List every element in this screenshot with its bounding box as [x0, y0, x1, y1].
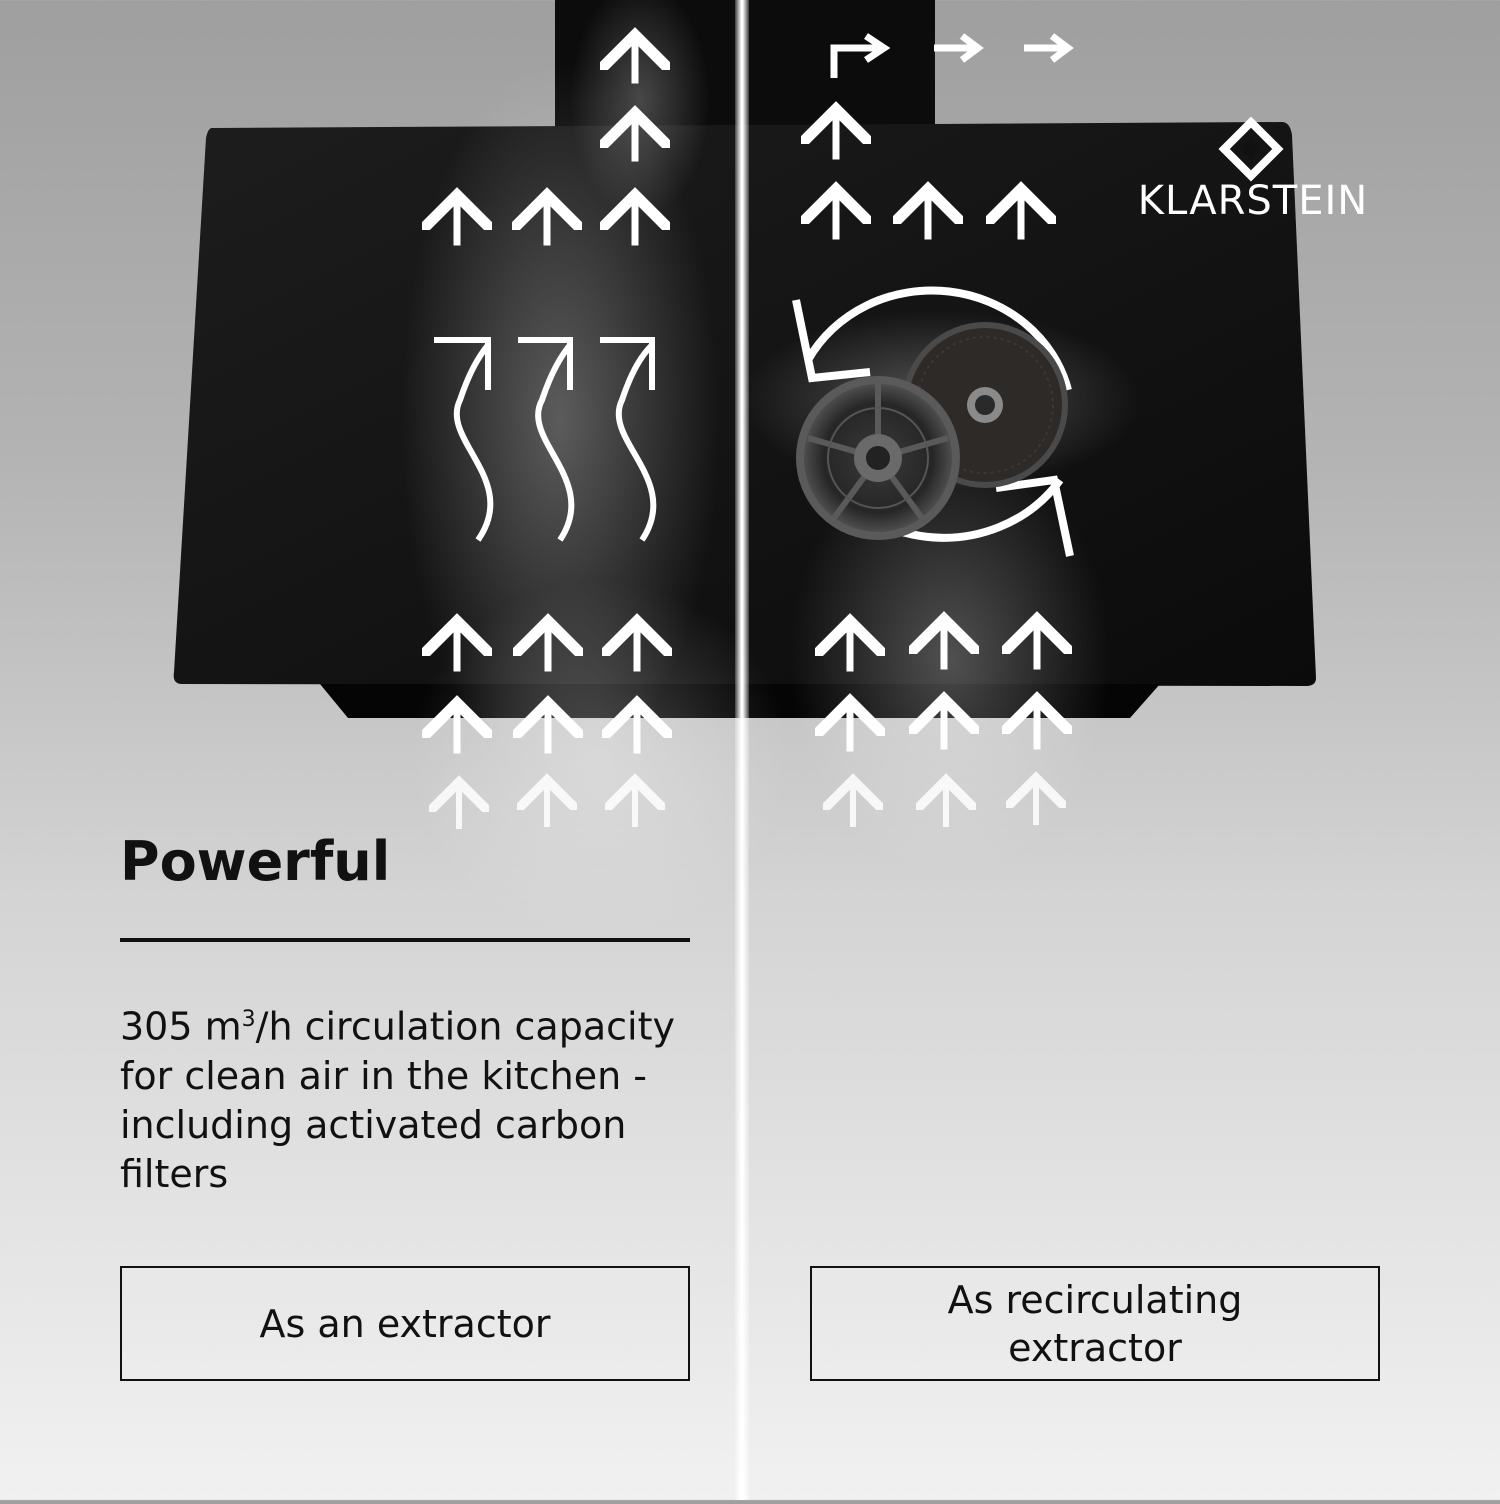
description-superscript: 3: [241, 1007, 256, 1032]
up-arrow-icon-group-left-faded: [459, 786, 635, 829]
wavy-arrow-head: [434, 337, 491, 390]
right-arrow-icon: [934, 33, 984, 63]
right-arrow-icon: [1024, 33, 1074, 63]
diamond-logo-icon: [1218, 116, 1284, 182]
description: 305 m3/h circulation capacity for clean …: [120, 995, 680, 1199]
description-rest: /h circulation capacity for clean air in…: [120, 1004, 675, 1196]
corner-arrow-head: [864, 33, 891, 63]
up-arrow-icon-group-left: [457, 42, 637, 754]
wavy-arrow-icon: [453, 343, 494, 542]
headline-rule: [120, 938, 690, 942]
corner-arrow-icon: [830, 44, 880, 78]
up-arrow-icon-group-right: [836, 116, 1037, 752]
smoke-right-lower: [790, 440, 1110, 880]
description-lead: 305 m: [120, 1004, 242, 1049]
carbon-filter-icon: [796, 376, 960, 540]
brand-logo: KLARSTEIN: [1118, 118, 1388, 224]
wavy-arrow-icon: [615, 342, 657, 542]
up-arrow-icon-group-right-faded: [853, 784, 1036, 827]
smoke-left-lower: [410, 580, 790, 940]
wavy-arrow-icon: [535, 343, 575, 542]
wavy-arrow-head: [518, 337, 573, 390]
brand-name: KLARSTEIN: [1137, 178, 1369, 224]
wavy-arrow-head: [600, 337, 655, 390]
mode-extractor-label: As an extractor: [120, 1266, 690, 1381]
panel-divider: [735, 0, 749, 1500]
right-arrow-icon-group: [830, 33, 1074, 78]
wavy-arrow-icon-group: [434, 337, 657, 542]
mode-recirculating-label: As recirculating extractor: [810, 1266, 1380, 1381]
headline: Powerful: [120, 830, 391, 893]
